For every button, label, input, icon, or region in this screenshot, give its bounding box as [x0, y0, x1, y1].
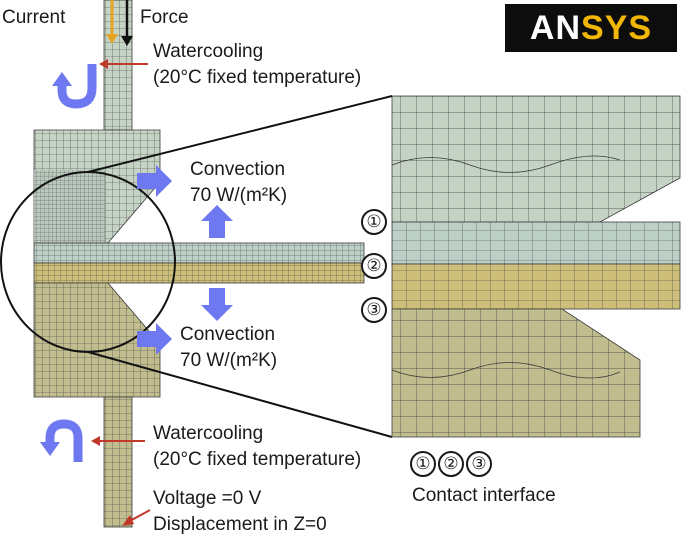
- watercooling-top-pointer: [99, 59, 148, 69]
- upper-electrode: [33, 0, 161, 244]
- temperature-top-label: (20°C fixed temperature): [153, 67, 362, 88]
- marker-2: ②: [361, 253, 387, 279]
- logo-text-an: AN: [529, 8, 582, 47]
- sheet-upper: [33, 242, 365, 264]
- legend-marker-3: ③: [466, 451, 492, 477]
- zoom-indicator: [0, 95, 393, 438]
- contact-interface-label: Contact interface: [412, 485, 556, 506]
- current-arrow: [106, 0, 118, 44]
- convection-bottom-value: 70 W/(m²K): [180, 350, 278, 371]
- boundary-pointer: [122, 509, 151, 526]
- lower-electrode: [33, 282, 161, 528]
- force-label: Force: [140, 7, 189, 28]
- legend-marker-2: ②: [438, 451, 464, 477]
- convection-top-label: Convection: [190, 159, 286, 180]
- temperature-bottom-label: (20°C fixed temperature): [153, 449, 362, 470]
- logo-text-sys: SYS: [581, 8, 653, 47]
- watercooling-bottom-icon: [40, 419, 83, 462]
- convection-bottom-label: Convection: [180, 324, 276, 345]
- convection-top-value: 70 W/(m²K): [190, 185, 288, 206]
- marker-3: ③: [361, 297, 387, 323]
- convection-arrow-down: [201, 288, 233, 321]
- convection-arrow-right-bottom: [137, 323, 172, 355]
- zoom-detail-panel: [391, 95, 681, 438]
- sheet-lower: [33, 262, 365, 284]
- displacement-label: Displacement in Z=0: [153, 514, 327, 535]
- current-label: Current: [2, 7, 66, 28]
- convection-arrow-right-top: [137, 165, 172, 197]
- watercooling-top-label: Watercooling: [153, 41, 264, 62]
- legend-marker-1: ①: [410, 451, 436, 477]
- marker-1: ①: [361, 209, 387, 235]
- force-arrow: [121, 0, 133, 46]
- watercooling-top-icon: [52, 64, 97, 109]
- watercooling-bottom-pointer: [91, 436, 145, 446]
- convection-arrow-up: [201, 205, 233, 238]
- watercooling-bottom-label: Watercooling: [153, 423, 264, 444]
- voltage-label: Voltage =0 V: [153, 488, 262, 509]
